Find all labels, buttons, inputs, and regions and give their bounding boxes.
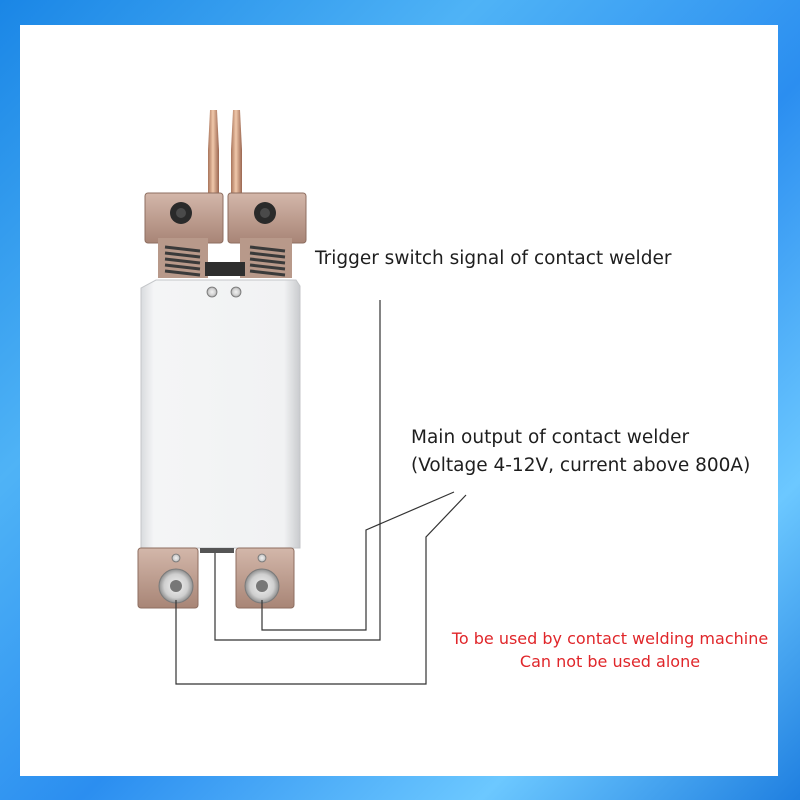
trigger-switch-label: Trigger switch signal of contact welder (315, 248, 672, 269)
welder-pen-body (140, 279, 301, 549)
signal-wire-port (200, 548, 234, 553)
main-output-line-a (261, 491, 455, 631)
electrode-rod-right (231, 110, 242, 200)
trigger-signal-line (214, 300, 381, 641)
bottom-terminal-right (235, 547, 295, 609)
electrode-rod-left (208, 110, 219, 200)
bottom-terminal-left (137, 547, 199, 609)
main-output-label: Main output of contact welder (411, 427, 690, 448)
spring-gap (205, 262, 245, 276)
warning-line-2: Can not be used alone (519, 652, 701, 671)
spring-right (249, 245, 286, 277)
spring-left (164, 245, 201, 277)
main-output-spec-label: (Voltage 4-12V, current above 800A) (411, 455, 751, 476)
warning-line-1: To be used by contact welding machine (451, 629, 769, 648)
main-output-line-b (175, 494, 467, 685)
